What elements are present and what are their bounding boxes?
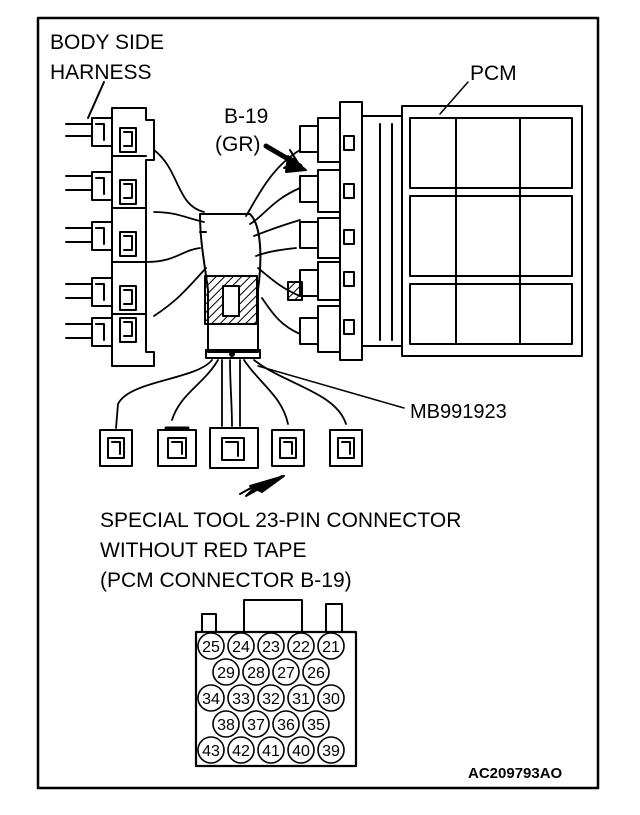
pin-number-39: 39 [322, 743, 340, 760]
pin-circle-22 [287, 632, 315, 660]
pin-number-21: 21 [322, 639, 340, 656]
pin-number-38: 38 [217, 717, 235, 734]
body-side-label: BODY SIDE [50, 31, 164, 54]
body-side-harness [65, 81, 155, 367]
pin-circle-29 [212, 658, 240, 686]
test-connector-3 [209, 427, 259, 469]
test-connector-group [99, 426, 363, 497]
caption-line-3: (PCM CONNECTOR B-19) [100, 569, 352, 592]
pin-circle-41 [257, 736, 285, 764]
test-connector-2 [157, 426, 197, 467]
pin-circle-30 [317, 684, 345, 712]
pin-number-35: 35 [307, 717, 325, 734]
b19-label: B-19 [224, 105, 268, 128]
caption-line-1: SPECIAL TOOL 23-PIN CONNECTOR [100, 509, 461, 532]
pin-circle-25 [197, 632, 225, 660]
pin-number-42: 42 [232, 743, 250, 760]
test-connector-1 [99, 429, 133, 467]
pin-number-31: 31 [292, 691, 310, 708]
harness-label: HARNESS [50, 61, 152, 84]
pcm-unit [287, 81, 583, 361]
pin-number-30: 30 [322, 691, 340, 708]
pin-face-diagram [194, 599, 358, 768]
caption-line-2: WITHOUT RED TAPE [100, 539, 307, 562]
pin-circle-24 [227, 632, 255, 660]
pin-circle-33 [227, 684, 255, 712]
pin-circle-42 [227, 736, 255, 764]
pin-number-37: 37 [247, 717, 265, 734]
pin-number-24: 24 [232, 639, 250, 656]
pin-circle-32 [257, 684, 285, 712]
pin-circles: 25 24 23 22 21 29 28 27 26 34 33 32 31 30 38 37 36 35 43 42… [197, 632, 345, 764]
pin-number-29: 29 [217, 665, 235, 682]
pin-number-36: 36 [277, 717, 295, 734]
pin-circle-31 [287, 684, 315, 712]
pin-circle-27 [272, 658, 300, 686]
figure-code: AC209793AO [468, 765, 563, 782]
pin-number-43: 43 [202, 743, 220, 760]
test-connector-cables [115, 359, 347, 429]
test-connector-4 [271, 429, 305, 467]
pin-number-41: 41 [262, 743, 280, 760]
pin-circle-21 [317, 632, 345, 660]
pin-number-33: 33 [232, 691, 250, 708]
pin-number-23: 23 [262, 639, 280, 656]
pin-circle-35 [302, 710, 330, 738]
pin-number-28: 28 [247, 665, 265, 682]
tool-number-label: MB991923 [410, 401, 507, 423]
pin-circle-36 [272, 710, 300, 738]
pin-circle-26 [302, 658, 330, 686]
pin-number-32: 32 [262, 691, 280, 708]
pin-circle-37 [242, 710, 270, 738]
pin-number-34: 34 [202, 691, 220, 708]
pin-circle-40 [287, 736, 315, 764]
pin-number-22: 22 [292, 639, 310, 656]
pin-circle-38 [212, 710, 240, 738]
pin-number-26: 26 [307, 665, 325, 682]
pcm-label: PCM [470, 62, 517, 85]
test-connector-5 [329, 429, 363, 467]
gr-label: (GR) [215, 133, 261, 156]
pin-circle-39 [317, 736, 345, 764]
pin-number-40: 40 [292, 743, 310, 760]
pin-circle-34 [197, 684, 225, 712]
pin-circle-43 [197, 736, 225, 764]
pin-number-27: 27 [277, 665, 295, 682]
pin-circle-28 [242, 658, 270, 686]
pin-number-25: 25 [202, 639, 220, 656]
special-tool-body [199, 213, 262, 359]
pin-circle-23 [257, 632, 285, 660]
figure-border [36, 16, 600, 790]
